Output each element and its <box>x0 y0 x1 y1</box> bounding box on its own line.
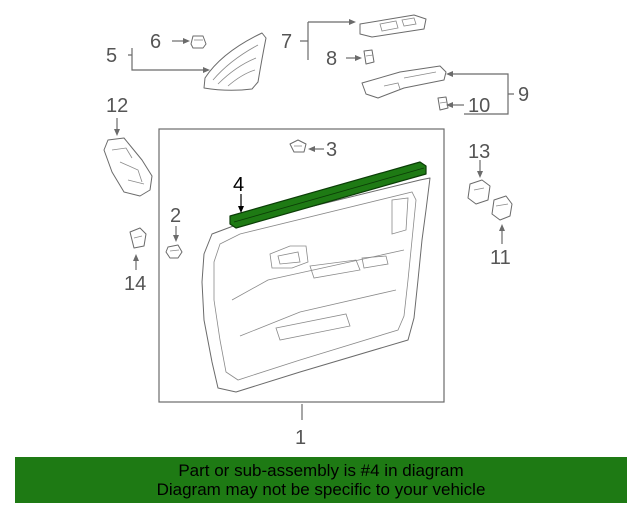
callout-14[interactable]: 14 <box>124 273 146 295</box>
callout-5[interactable]: 5 <box>106 45 117 67</box>
leader-7 <box>300 21 352 60</box>
callout-8[interactable]: 8 <box>326 48 337 70</box>
callout-7[interactable]: 7 <box>281 31 292 53</box>
callout-13[interactable]: 13 <box>468 141 490 163</box>
arrow-5 <box>203 67 210 73</box>
part-8-clip[interactable] <box>363 49 375 65</box>
part-4-strip-edge <box>233 167 425 223</box>
callout-4[interactable]: 4 <box>233 174 244 196</box>
arrow-13 <box>477 171 483 178</box>
part-13-clip[interactable] <box>467 179 491 205</box>
callout-10[interactable]: 10 <box>468 95 490 117</box>
leader-5 <box>128 48 206 71</box>
banner-line-1: Part or sub-assembly is #4 in diagram <box>178 461 464 480</box>
arrow-12 <box>114 129 120 136</box>
part-6-clip[interactable] <box>190 35 207 49</box>
callout-9[interactable]: 9 <box>518 84 529 106</box>
leader-9 <box>450 73 514 115</box>
arrow-14 <box>133 254 139 261</box>
callout-2[interactable]: 2 <box>170 205 181 227</box>
callout-12[interactable]: 12 <box>106 95 128 117</box>
arrow-6 <box>183 38 190 44</box>
part-12-window-switch[interactable] <box>103 137 153 197</box>
part-2-clip[interactable] <box>165 244 183 259</box>
arrow-9 <box>446 71 453 77</box>
arrow-10 <box>446 102 453 108</box>
part-1-door-panel[interactable] <box>201 177 431 393</box>
callout-11[interactable]: 11 <box>490 247 511 269</box>
callout-6[interactable]: 6 <box>150 31 161 53</box>
arrow-2 <box>173 235 179 242</box>
part-7-switch-bezel[interactable] <box>359 14 427 38</box>
part-3-clip[interactable] <box>289 139 307 153</box>
info-banner: Part or sub-assembly is #4 in diagram Di… <box>15 457 627 503</box>
arrow-7 <box>349 19 356 25</box>
part-4-belt-moulding[interactable] <box>229 161 427 229</box>
arrow-4 <box>238 206 244 213</box>
part-11-clip[interactable] <box>491 195 513 221</box>
callout-1[interactable]: 1 <box>295 427 306 449</box>
banner-line-2: Diagram may not be specific to your vehi… <box>156 480 486 499</box>
callout-3[interactable]: 3 <box>326 139 337 161</box>
arrow-3 <box>308 146 315 152</box>
part-5-corner-trim[interactable] <box>203 32 267 91</box>
arrow-11 <box>499 224 505 231</box>
part-14-clip[interactable] <box>129 227 147 249</box>
arrow-8 <box>355 55 362 61</box>
part-10-clip[interactable] <box>437 96 449 111</box>
parts-diagram: 5 6 7 8 9 10 <box>103 14 529 449</box>
part-1-assembly-box <box>158 128 445 403</box>
part-9-armrest[interactable] <box>361 65 447 99</box>
